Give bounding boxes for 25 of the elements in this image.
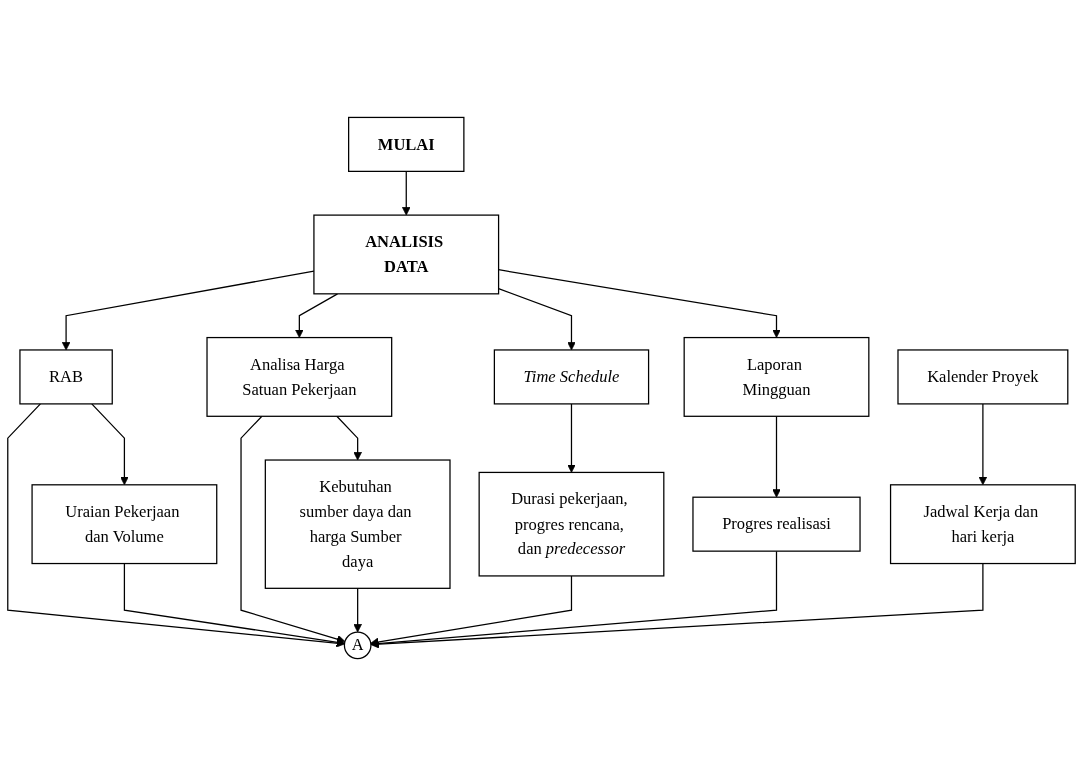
node-box: Laporan Mingguan	[683, 336, 870, 417]
arrow	[336, 415, 362, 461]
node-box: Analisa Harga Satuan Pekerjaan	[206, 336, 393, 417]
arrow	[402, 170, 411, 216]
arrow	[7, 403, 345, 648]
node-box: Kalender Proyek	[897, 349, 1069, 405]
arrow	[772, 415, 781, 498]
node-box: Kebutuhan sumber daya dan harga Sumber daya	[264, 459, 451, 589]
arrow	[240, 415, 346, 644]
arrow	[353, 587, 362, 633]
arrow	[978, 403, 988, 486]
node-box: Uraian Pekerjaan dan Volume	[31, 484, 218, 565]
node-box: MULAI	[348, 116, 465, 172]
arrow	[567, 403, 576, 473]
arrow	[91, 403, 129, 486]
arrow	[370, 562, 984, 649]
node-box: Durasi pekerjaan, progres rencana, dan predecessor	[478, 471, 665, 577]
node-box: RAB	[19, 349, 113, 405]
node-box: Time Schedule	[493, 349, 650, 405]
arrow	[123, 562, 345, 647]
arrow	[295, 293, 339, 338]
node-box: Jadwal Kerja dan hari kerja	[889, 484, 1076, 565]
node-box: Progres realisasi	[692, 496, 861, 552]
node-box: ANALISIS DATA	[313, 214, 500, 295]
node-circle: A	[343, 631, 372, 660]
